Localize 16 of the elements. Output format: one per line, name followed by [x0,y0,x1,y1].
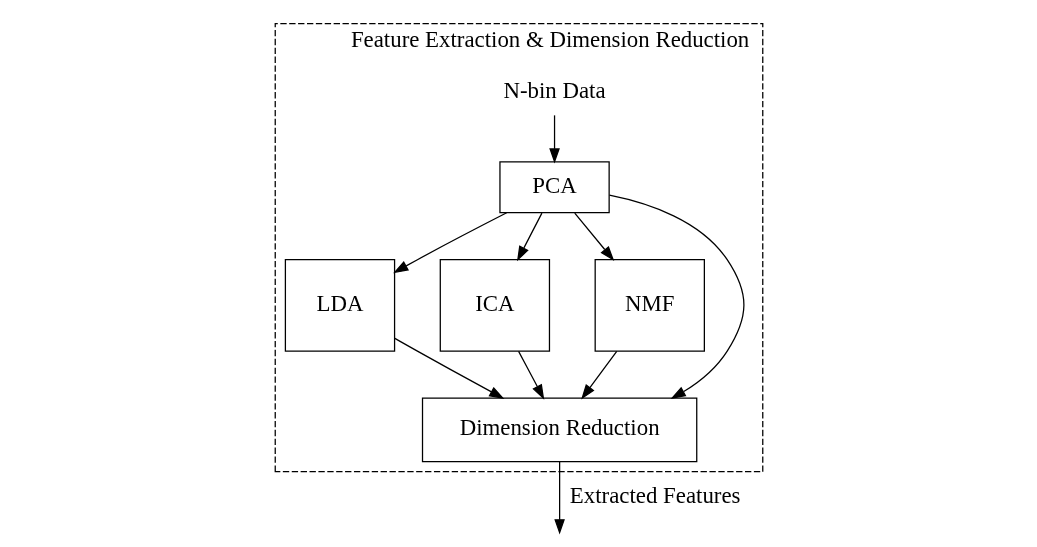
arrow [393,337,504,399]
node-box: NMF [594,259,705,352]
arrow [608,194,745,399]
arrow [548,114,560,164]
node-text: N-bin Data [502,77,606,103]
arrow [516,212,543,262]
node-box: LDA [284,259,395,352]
arrow [392,212,507,274]
arrow [517,350,544,400]
arrow [573,212,614,262]
arrow [553,460,565,535]
node-box: ICA [439,259,550,352]
arrow [580,350,617,400]
node-box: PCA [498,161,610,214]
edge-label: Extracted Features [569,482,740,508]
node-box: Dimension Reduction [421,397,697,463]
